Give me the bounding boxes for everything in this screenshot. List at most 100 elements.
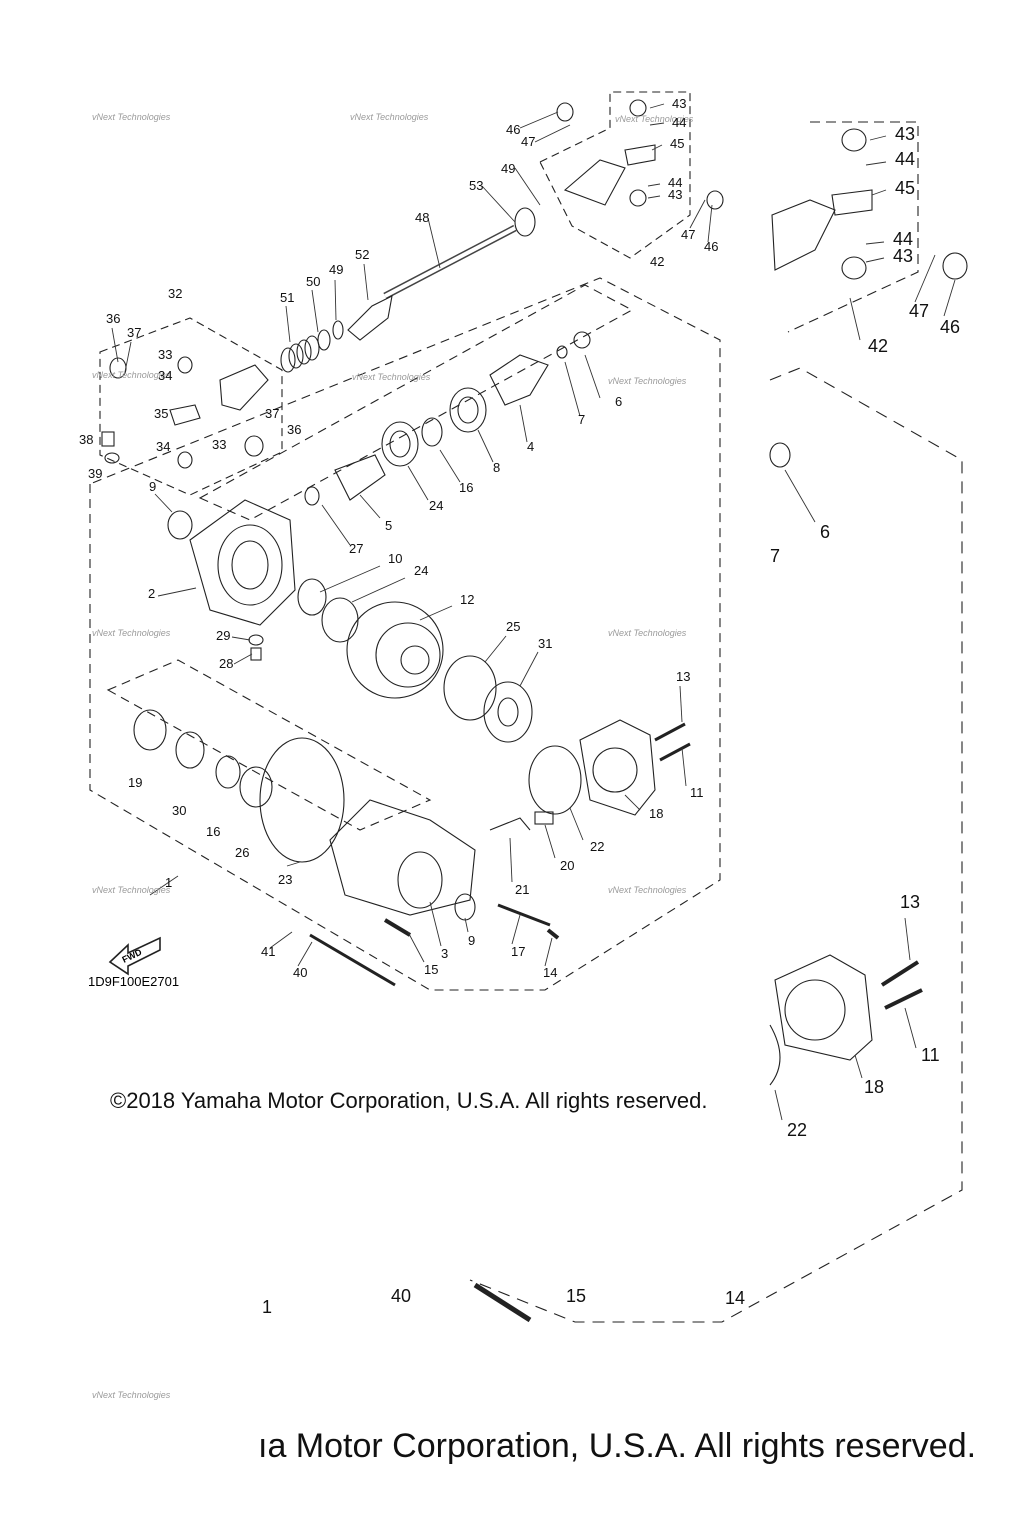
zoom-cover-18 (774, 954, 873, 1061)
callout-18b: 18 (864, 1077, 884, 1097)
callout-11b: 11 (921, 1045, 940, 1065)
callout-8: 8 (493, 460, 500, 475)
upper-group-outline (198, 284, 634, 521)
watermark: vNext Technologies (92, 112, 171, 122)
callout-17: 17 (511, 944, 525, 959)
spring-51 (280, 335, 320, 373)
callout-33a: 33 (158, 347, 172, 362)
callout-42a: 42 (650, 254, 664, 269)
callout-16a: 16 (459, 480, 473, 495)
callout-13a: 13 (676, 669, 690, 684)
callout-45b: 45 (895, 178, 915, 198)
callout-44b: 44 (668, 175, 682, 190)
callout-33b: 33 (212, 437, 226, 452)
diagram-code: 1D9F100E2701 (88, 974, 179, 989)
callout-23: 23 (278, 872, 292, 887)
watermark: vNext Technologies (350, 112, 429, 122)
callout-7a: 7 (578, 412, 585, 427)
zoom-ujoint-outline (787, 121, 919, 333)
callout-12: 12 (460, 592, 474, 607)
callout-42b: 42 (868, 336, 888, 356)
callout-36a: 36 (106, 311, 120, 326)
callout-34b: 34 (156, 439, 170, 454)
housing-2 (189, 499, 296, 626)
callout-14b: 14 (725, 1288, 745, 1308)
callout-32: 32 (168, 286, 182, 301)
callout-43b: 43 (668, 187, 682, 202)
watermark: vNext Technologies (92, 370, 171, 380)
callout-47a: 47 (521, 134, 535, 149)
callout-15a: 15 (424, 962, 438, 977)
callout-3: 3 (441, 946, 448, 961)
callout-6b: 6 (820, 522, 830, 542)
watermark: vNext Technologies (608, 628, 687, 638)
callout-2: 2 (148, 586, 155, 601)
callout-10: 10 (388, 551, 402, 566)
callout-20: 20 (560, 858, 574, 873)
callout-6a: 6 (615, 394, 622, 409)
callout-43c: 43 (895, 124, 915, 144)
callout-37a: 37 (127, 325, 141, 340)
callout-9b: 9 (468, 933, 475, 948)
callout-34a: 34 (158, 368, 172, 383)
callout-44a: 44 (672, 115, 686, 130)
callout-37b: 37 (265, 406, 279, 421)
watermark: vNext Technologies (608, 885, 687, 895)
watermark-group: vNext Technologies vNext Technologies vN… (92, 112, 694, 1400)
callout-16b: 16 (206, 824, 220, 839)
callout-labels: 4344454443464749534847464252495051323637… (79, 96, 960, 1317)
callout-44d: 44 (893, 229, 913, 249)
ujoint-group-42-outline (539, 91, 691, 259)
callout-7b: 7 (770, 546, 780, 566)
callout-25: 25 (506, 619, 520, 634)
housing-3 (329, 799, 476, 916)
callout-35: 35 (154, 406, 168, 421)
callout-48: 48 (415, 210, 429, 225)
callout-26: 26 (235, 845, 249, 860)
callout-53: 53 (469, 178, 483, 193)
callout-13b: 13 (900, 892, 920, 912)
callout-49b: 49 (329, 262, 343, 277)
callout-50: 50 (306, 274, 320, 289)
ring-gear-12 (346, 601, 444, 699)
callout-47b: 47 (681, 227, 695, 242)
callout-39: 39 (88, 466, 102, 481)
callout-41: 41 (261, 944, 275, 959)
callout-24a: 24 (429, 498, 443, 513)
callout-46c: 46 (940, 317, 960, 337)
callout-18a: 18 (649, 806, 663, 821)
callout-29: 29 (216, 628, 230, 643)
callout-51: 51 (280, 290, 294, 305)
callout-5: 5 (385, 518, 392, 533)
copyright-notice-cropped: ıa Motor Corporation, U.S.A. All rights … (258, 1427, 977, 1465)
watermark: vNext Technologies (615, 114, 694, 124)
callout-43a: 43 (672, 96, 686, 111)
callout-27: 27 (349, 541, 363, 556)
callout-31: 31 (538, 636, 552, 651)
callout-15b: 15 (566, 1286, 586, 1306)
callout-19: 19 (128, 775, 142, 790)
callout-11a: 11 (690, 785, 704, 800)
callout-36b: 36 (287, 422, 301, 437)
callout-46b: 46 (704, 239, 718, 254)
callout-14a: 14 (543, 965, 557, 980)
callout-1a: 1 (165, 875, 172, 890)
callout-28: 28 (219, 656, 233, 671)
inner-group-outline (106, 659, 432, 831)
callout-22b: 22 (787, 1120, 807, 1140)
watermark: vNext Technologies (352, 372, 431, 382)
callout-49a: 49 (501, 161, 515, 176)
callout-24b: 24 (414, 563, 428, 578)
callout-4: 4 (527, 439, 534, 454)
watermark: vNext Technologies (608, 376, 687, 386)
callout-46a: 46 (506, 122, 520, 137)
callout-30: 30 (172, 803, 186, 818)
cover-18 (579, 719, 656, 816)
zoom-assembly-outline (469, 367, 963, 1323)
callout-9a: 9 (149, 479, 156, 494)
ujoint-group-outline (99, 317, 283, 496)
callout-40a: 40 (293, 965, 307, 980)
callout-38: 38 (79, 432, 93, 447)
callout-22a: 22 (590, 839, 604, 854)
